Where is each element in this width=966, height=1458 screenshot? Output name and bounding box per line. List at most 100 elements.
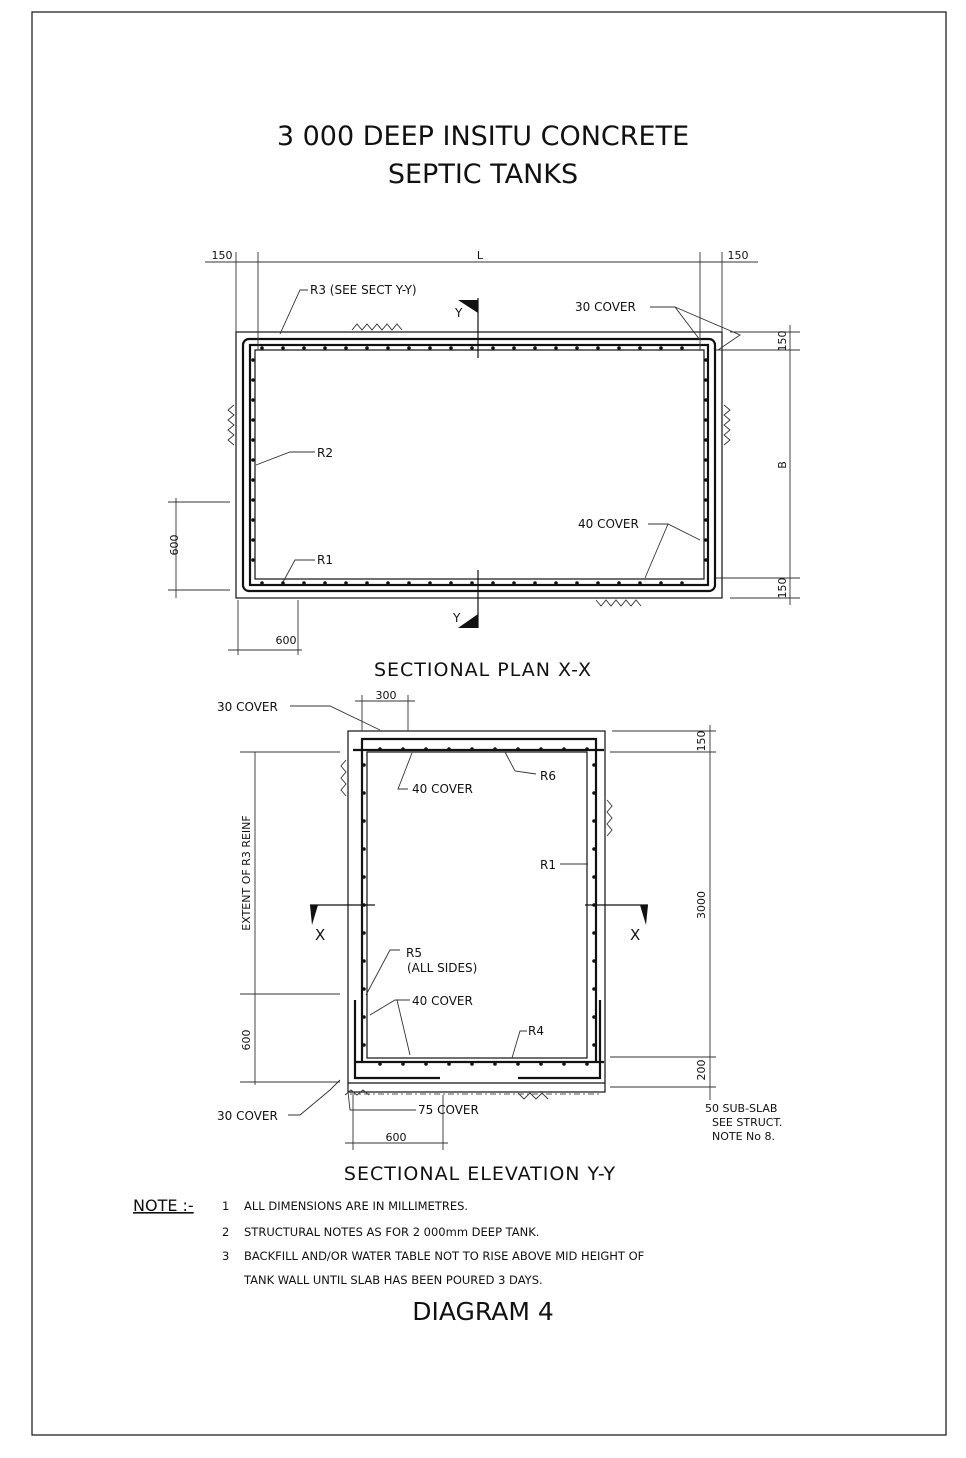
rebar-dot (491, 346, 495, 350)
rebar-dot (592, 959, 596, 963)
label-sub-slab-3: NOTE No 8. (712, 1130, 775, 1143)
diagram-number: DIAGRAM 4 (412, 1297, 554, 1326)
section-mark-top: Y (454, 306, 463, 320)
rebar-dot (493, 1062, 497, 1066)
rebar-dot (704, 438, 708, 442)
rebar-dot (362, 763, 366, 767)
rebar-dot (562, 747, 566, 751)
rebar-dot (592, 763, 596, 767)
note-2-text: STRUCTURAL NOTES AS FOR 2 000mm DEEP TAN… (244, 1225, 539, 1239)
notes-heading: NOTE :- (133, 1196, 194, 1215)
rebar-dot (281, 581, 285, 585)
rebar-dot (516, 1062, 520, 1066)
rebar-dot (704, 538, 708, 542)
rebar-dot (251, 418, 255, 422)
label-r4: R4 (528, 1024, 544, 1038)
rebar-dot (344, 346, 348, 350)
label-r2: R2 (317, 446, 333, 460)
rebar-dot (592, 875, 596, 879)
rebar-dot (251, 358, 255, 362)
rebar-dot (512, 581, 516, 585)
rebar-dot (362, 987, 366, 991)
rebar-dot (575, 346, 579, 350)
plan-outer-wall (235, 331, 723, 599)
soil-hatching (227, 323, 731, 607)
rebar-dot (260, 346, 264, 350)
rebar-dot (407, 346, 411, 350)
rebar-dot (401, 1062, 405, 1066)
label-40-cover-top: 40 COVER (412, 782, 473, 796)
rebar-dot (539, 1062, 543, 1066)
rebar-dot (251, 498, 255, 502)
rebar-dot (704, 418, 708, 422)
rebar-dot (575, 581, 579, 585)
label-30-cover: 30 COVER (575, 300, 636, 314)
rebar-dot (362, 819, 366, 823)
dim-breadth: B (776, 461, 789, 469)
rebar-dot (596, 346, 600, 350)
label-r5-all-sides: (ALL SIDES) (407, 961, 477, 975)
rebar-dot (302, 346, 306, 350)
sectional-plan: 150 L 150 150 B 150 600 600 R3 (SEE SECT… (168, 249, 800, 681)
section-arrow-top (458, 300, 478, 313)
dim-length: L (477, 249, 484, 262)
rebar-dot (428, 346, 432, 350)
note-1-text: ALL DIMENSIONS ARE IN MILLIMETRES. (244, 1199, 468, 1213)
rebar-dot (302, 581, 306, 585)
plan-heading: SECTIONAL PLAN X-X (374, 659, 592, 681)
section-mark-left: X (315, 926, 325, 944)
rebar-dot (344, 581, 348, 585)
note-3-text: BACKFILL AND/OR WATER TABLE NOT TO RISE … (244, 1249, 644, 1263)
rebar-dot (533, 346, 537, 350)
sectional-elevation: 300 150 3000 200 EXTENT OF R3 REINF 600 … (217, 689, 782, 1185)
rebar-dot (470, 1062, 474, 1066)
rebar-dot (617, 581, 621, 585)
rebar-dot (447, 747, 451, 751)
label-r1: R1 (317, 553, 333, 567)
rebar-dot (562, 1062, 566, 1066)
label-r6: R6 (540, 769, 556, 783)
rebar-dot (362, 791, 366, 795)
rebar-dot (512, 346, 516, 350)
rebar-dot (365, 581, 369, 585)
rebar-dot (470, 747, 474, 751)
rebar-dot (592, 819, 596, 823)
plan-inner-rebar (248, 343, 710, 587)
rebar-dot (585, 747, 589, 751)
rebar-dot (680, 581, 684, 585)
dim-top-slab: 150 (776, 331, 789, 352)
rebar-dot (638, 581, 642, 585)
section-mark-bottom: Y (452, 611, 461, 625)
rebar-dot (592, 847, 596, 851)
rebar-dot (362, 959, 366, 963)
note-2-num: 2 (222, 1225, 229, 1239)
note-1-num: 1 (222, 1199, 229, 1213)
label-r1-elev: R1 (540, 858, 556, 872)
rebar-dot (585, 1062, 589, 1066)
soil-hatching-elev (340, 759, 613, 1100)
rebar-dot (424, 747, 428, 751)
plan-inner-wall (254, 349, 705, 580)
plan-rebar-dots (251, 346, 708, 585)
rebar-dot (704, 378, 708, 382)
dim-lap-vertical-elev: 600 (240, 1030, 253, 1051)
rebar-dot (470, 581, 474, 585)
dim-lap-vertical: 600 (168, 535, 181, 556)
rebar-dot (251, 438, 255, 442)
dim-lap-top: 300 (376, 689, 397, 702)
elevation-heading: SECTIONAL ELEVATION Y-Y (344, 1163, 616, 1185)
dim-bottom-slab: 150 (776, 578, 789, 599)
dim-lap-horizontal: 600 (276, 634, 297, 647)
rebar-dot (365, 346, 369, 350)
rebar-dot (659, 346, 663, 350)
label-75-cover: 75 COVER (418, 1103, 479, 1117)
rebar-dot (554, 581, 558, 585)
rebar-dot (251, 518, 255, 522)
rebar-dot (323, 581, 327, 585)
dim-top-slab-elev: 150 (695, 731, 708, 752)
notes: NOTE :- 1 ALL DIMENSIONS ARE IN MILLIMET… (133, 1196, 644, 1287)
rebar-dot (704, 518, 708, 522)
rebar-dot (680, 346, 684, 350)
rebar-dot (447, 1062, 451, 1066)
